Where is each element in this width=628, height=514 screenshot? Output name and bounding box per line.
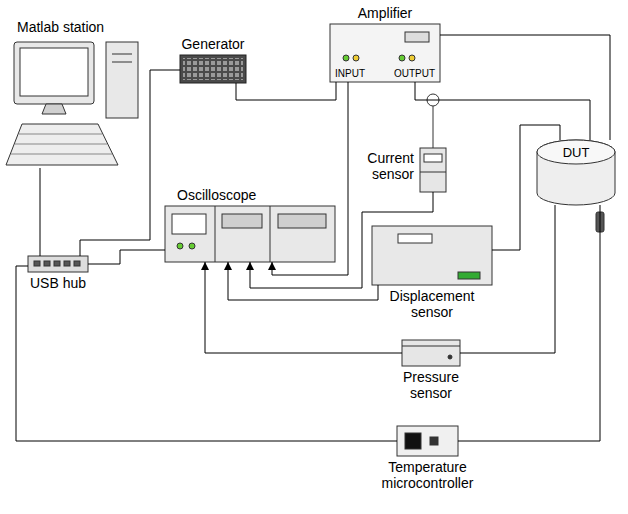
dut-icon bbox=[537, 140, 615, 232]
device-label: Temperature microcontroller bbox=[366, 459, 490, 491]
indicator bbox=[448, 355, 452, 359]
cable bbox=[205, 262, 402, 353]
device-label: Oscilloscope bbox=[177, 187, 256, 203]
displacement-body bbox=[372, 226, 492, 285]
cable bbox=[236, 82, 336, 100]
clamp-lead bbox=[433, 106, 434, 148]
usb-port bbox=[74, 261, 80, 266]
cable bbox=[40, 168, 41, 256]
current-sensor-display bbox=[424, 154, 442, 162]
device-node: Current sensor bbox=[420, 148, 446, 192]
oscilloscope-icon bbox=[165, 206, 335, 262]
pressure-body bbox=[402, 340, 460, 366]
displacement-connector bbox=[458, 272, 480, 279]
keyboard-keys bbox=[11, 134, 112, 154]
dut-top bbox=[537, 140, 615, 164]
controller-display bbox=[405, 433, 421, 449]
displacement-sensor-icon bbox=[372, 226, 492, 285]
led bbox=[353, 55, 359, 61]
device-label: USB hub bbox=[30, 275, 86, 291]
cable bbox=[460, 205, 555, 353]
device-label: Pressure sensor bbox=[394, 369, 468, 401]
amplifier-body bbox=[330, 24, 440, 82]
cable bbox=[250, 192, 433, 288]
device-node: Pressure sensor bbox=[402, 340, 460, 366]
keyboard bbox=[6, 124, 118, 165]
device-label: Current sensor bbox=[352, 150, 414, 182]
cable bbox=[88, 250, 165, 264]
temperature-controller-icon bbox=[397, 426, 458, 456]
device-node: Oscilloscope bbox=[165, 206, 335, 262]
cable bbox=[16, 266, 397, 441]
led bbox=[399, 55, 405, 61]
computer-icon bbox=[6, 42, 138, 165]
monitor bbox=[14, 42, 94, 104]
displacement-display bbox=[398, 234, 432, 243]
device-node: USB hub bbox=[28, 256, 88, 272]
current-sensor-body bbox=[420, 148, 446, 192]
cable bbox=[272, 82, 348, 275]
port-label: INPUT bbox=[335, 68, 365, 80]
device-node: Generator bbox=[180, 55, 246, 83]
port-label: OUTPUT bbox=[394, 68, 435, 80]
cable bbox=[415, 82, 590, 140]
cable bbox=[440, 35, 610, 140]
module-divider bbox=[215, 206, 270, 262]
usb-hub-body bbox=[28, 256, 88, 272]
cable bbox=[458, 205, 600, 441]
amplifier-display bbox=[405, 32, 429, 42]
usb-port bbox=[44, 261, 50, 266]
device-label: Generator bbox=[181, 36, 244, 52]
device-node: Matlab station bbox=[5, 38, 140, 168]
controller-body bbox=[397, 426, 458, 456]
device-label: DUT bbox=[563, 145, 590, 161]
current-sensor-icon bbox=[420, 94, 446, 192]
usb-hub-icon bbox=[28, 256, 88, 272]
generator-body bbox=[180, 55, 246, 83]
panel-line bbox=[420, 172, 446, 173]
device-node: Temperature microcontroller bbox=[397, 426, 458, 456]
usb-port bbox=[54, 261, 60, 266]
oscilloscope-screen bbox=[172, 214, 206, 234]
usb-port bbox=[34, 261, 40, 266]
station-label: Matlab station bbox=[17, 19, 104, 35]
oscilloscope-body bbox=[165, 206, 335, 262]
device-node: AmplifierINPUTOUTPUT bbox=[330, 24, 440, 82]
monitor-stand bbox=[42, 104, 66, 114]
cable bbox=[80, 70, 180, 256]
screen bbox=[20, 48, 88, 96]
device-node: DUT bbox=[537, 140, 615, 205]
led bbox=[343, 55, 349, 61]
generator-panel bbox=[183, 58, 243, 80]
controller-button bbox=[430, 437, 438, 445]
led bbox=[409, 55, 415, 61]
led bbox=[189, 243, 195, 249]
oscilloscope-panel bbox=[222, 214, 262, 228]
usb-port bbox=[64, 261, 70, 266]
led bbox=[177, 243, 183, 249]
cable bbox=[492, 125, 560, 250]
pressure-sensor-icon bbox=[402, 340, 460, 366]
dut-body bbox=[537, 140, 615, 205]
drive-bays bbox=[112, 54, 132, 62]
device-node: Displacement sensor bbox=[372, 226, 492, 285]
computer-tower bbox=[106, 42, 138, 118]
device-label: Displacement sensor bbox=[380, 288, 484, 320]
cable bbox=[228, 262, 378, 300]
device-label: Amplifier bbox=[358, 5, 412, 21]
amplifier-icon bbox=[330, 24, 440, 82]
oscilloscope-panel bbox=[278, 214, 326, 228]
panel-line bbox=[402, 346, 460, 347]
generator-icon bbox=[180, 55, 246, 83]
